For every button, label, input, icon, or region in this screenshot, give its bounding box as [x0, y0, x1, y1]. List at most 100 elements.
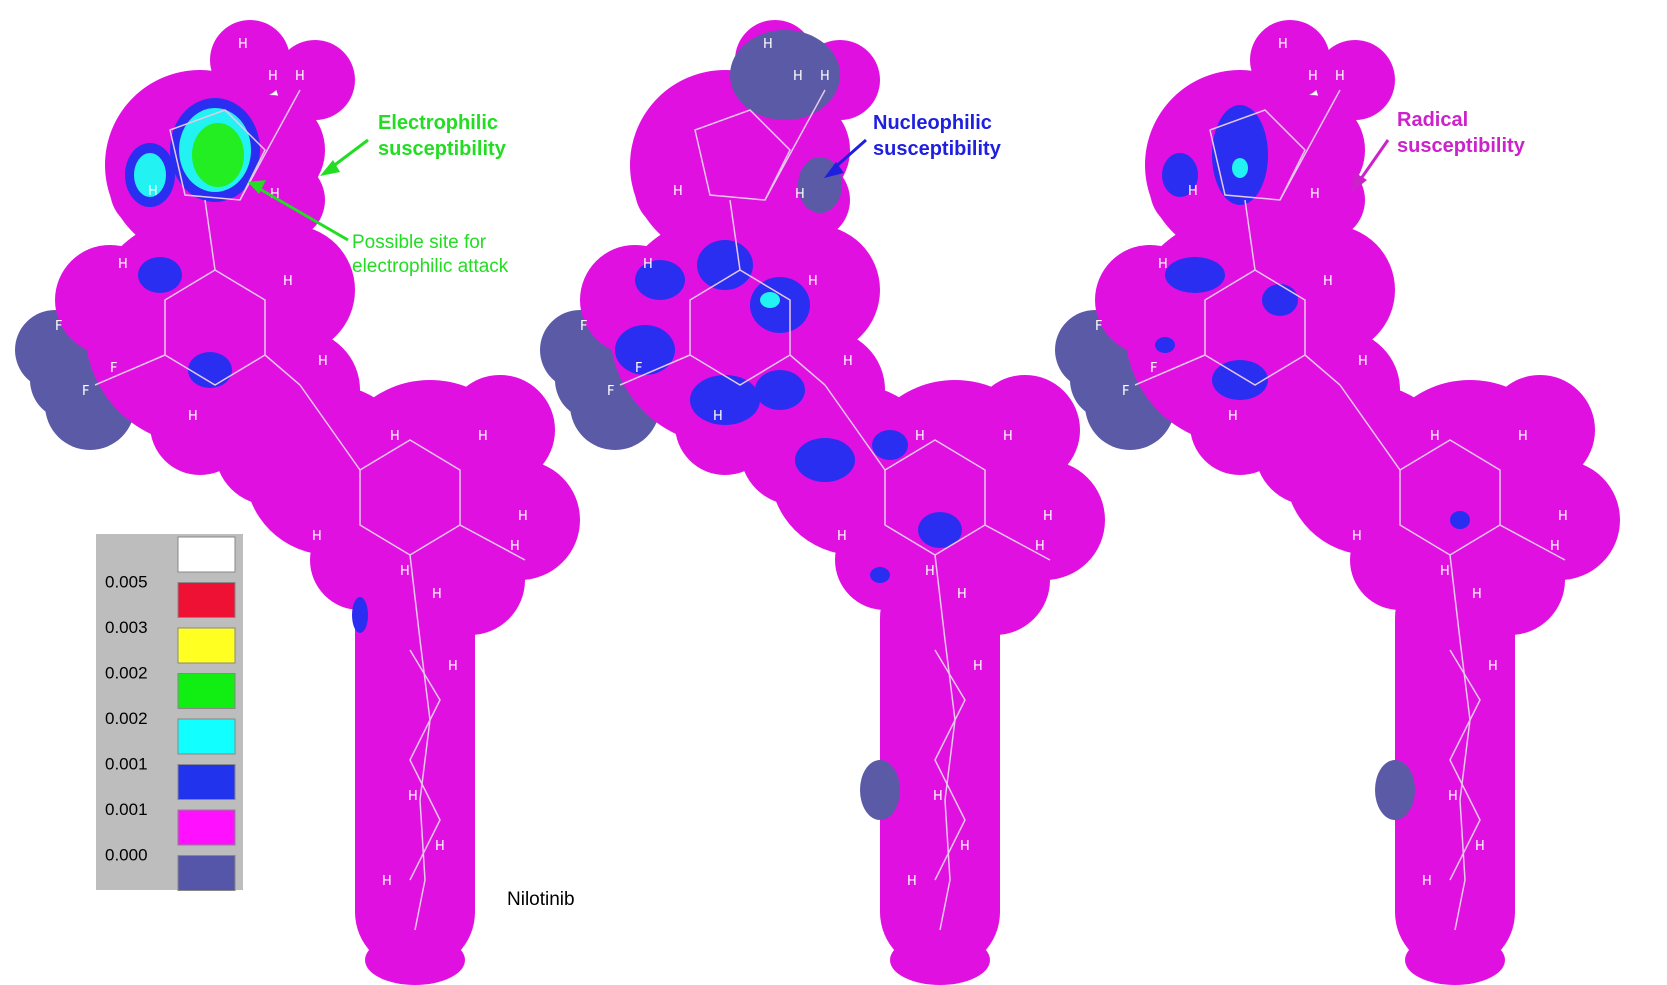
atom-label-h: H [188, 409, 198, 424]
atom-label-f: F [110, 361, 117, 376]
low-regions [730, 30, 900, 820]
atom-label-h: H [808, 274, 818, 289]
electrophilic-site-green [192, 123, 244, 187]
legend-swatch [177, 582, 236, 618]
atom-label-h: H [1358, 354, 1368, 369]
atom-label-h: H [448, 659, 458, 674]
legend-value: 0.000 [105, 846, 148, 865]
atom-label-h: H [390, 429, 400, 444]
legend-swatch [177, 855, 236, 891]
legend-value: 0.005 [105, 573, 148, 592]
attack-site-annotation: Possible site for electrophilic attack [248, 180, 509, 277]
atom-label-f: F [55, 319, 62, 334]
atom-label-h: H [1228, 409, 1238, 424]
cyan-spot [134, 153, 166, 197]
atom-label-h: H [973, 659, 983, 674]
atom-labels: H H H H H H H H H H H H H H H H H H H H F F F H H H H H H H H H H H H H H H H H… [55, 37, 1568, 889]
atom-label-h: H [1188, 184, 1198, 199]
legend-value: 0.002 [105, 664, 148, 683]
electrophilic-label-line2: susceptibility [378, 138, 507, 160]
nucleophilic-arrowhead [824, 162, 844, 178]
atom-label-h: H [915, 429, 925, 444]
atom-label-h: H [382, 874, 392, 889]
atom-label-h: H [843, 354, 853, 369]
atom-label-h: H [1035, 539, 1045, 554]
atom-label-f: F [1150, 361, 1157, 376]
nucleophilic-label: Nucleophilic susceptibility [824, 112, 1002, 178]
nucleophilic-label-line1: Nucleophilic [873, 112, 992, 134]
attack-site-arrow [257, 186, 349, 242]
molecule-surface [580, 20, 1105, 985]
atom-label-h: H [435, 839, 445, 854]
atom-label-h: H [957, 587, 967, 602]
atom-label-f: F [635, 361, 642, 376]
susceptibility-spots [615, 240, 962, 583]
atom-label-h: H [1308, 69, 1318, 84]
atom-label-h: H [312, 529, 322, 544]
atom-label-h: H [1352, 529, 1362, 544]
atom-label-h: H [1422, 874, 1432, 889]
atom-label-f: F [607, 384, 614, 399]
radical-label: Radical susceptibility [1352, 109, 1526, 192]
atom-label-h: H [925, 564, 935, 579]
atom-label-h: H [238, 37, 248, 52]
atom-label-h: H [1475, 839, 1485, 854]
atom-label-h: H [118, 257, 128, 272]
atom-label-h: H [1550, 539, 1560, 554]
atom-label-h: H [960, 839, 970, 854]
atom-label-h: H [907, 874, 917, 889]
atom-label-h: H [432, 587, 442, 602]
atom-label-h: H [820, 69, 830, 84]
atom-label-h: H [643, 257, 653, 272]
radical-arrowhead [1352, 172, 1367, 192]
legend-swatch [177, 627, 236, 664]
atom-label-h: H [295, 69, 305, 84]
atom-label-h: H [1323, 274, 1333, 289]
atom-label-h: H [148, 184, 158, 199]
nucleophilic-label-line2: susceptibility [873, 138, 1002, 160]
atom-label-h: H [933, 789, 943, 804]
legend-value: 0.003 [105, 618, 148, 637]
legend-swatch [177, 673, 236, 709]
atom-label-h: H [713, 409, 723, 424]
atom-label-h: H [400, 564, 410, 579]
attack-site-arrowhead [248, 180, 266, 194]
atom-label-h: H [283, 274, 293, 289]
atom-label-h: H [1335, 69, 1345, 84]
legend-value: 0.002 [105, 709, 148, 728]
atom-label-h: H [1488, 659, 1498, 674]
atom-label-h: H [518, 509, 528, 524]
atom-label-h: H [510, 539, 520, 554]
atom-label-h: H [673, 184, 683, 199]
legend-swatch [177, 764, 236, 800]
legend-value: 0.001 [105, 800, 148, 819]
molecule-name: Nilotinib [507, 889, 575, 910]
atom-label-h: H [270, 187, 280, 202]
legend-swatch [177, 536, 236, 573]
atom-label-h: H [1558, 509, 1568, 524]
radical-arrow [1356, 139, 1390, 184]
atom-label-h: H [408, 789, 418, 804]
atom-label-h: H [795, 187, 805, 202]
atom-label-h: H [1310, 187, 1320, 202]
atom-label-h: H [1518, 429, 1528, 444]
atom-label-h: H [1448, 789, 1458, 804]
radical-label-line1: Radical [1397, 109, 1468, 131]
legend-swatch [177, 718, 236, 755]
atom-label-f: F [1122, 384, 1129, 399]
panel-electrophilic [15, 20, 580, 985]
panel-radical [1055, 20, 1620, 985]
cyan-spot [760, 292, 780, 308]
susceptibility-spots [1155, 105, 1470, 529]
atom-label-f: F [580, 319, 587, 334]
atom-label-h: H [1278, 37, 1288, 52]
atom-label-h: H [268, 69, 278, 84]
atom-label-f: F [1095, 319, 1102, 334]
legend-swatch [177, 809, 236, 846]
radical-label-line2: susceptibility [1397, 135, 1526, 157]
low-region [1375, 760, 1415, 820]
atom-label-h: H [837, 529, 847, 544]
cyan-spot [1232, 158, 1248, 178]
atom-label-h: H [1430, 429, 1440, 444]
